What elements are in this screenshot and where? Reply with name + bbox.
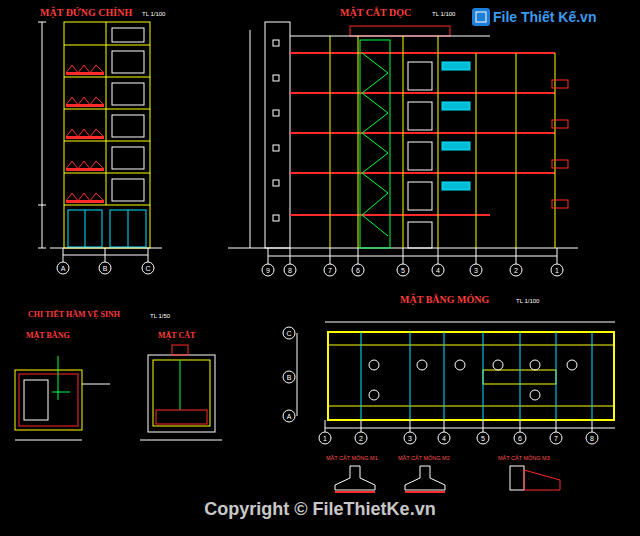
scale-note: TL 1/100 bbox=[432, 11, 455, 17]
axis-label: 9 bbox=[266, 267, 270, 274]
axis-label: B bbox=[103, 265, 108, 272]
axis-label: 7 bbox=[554, 435, 558, 442]
axis-label: C bbox=[145, 265, 150, 272]
view-title: MẶT ĐỨNG CHÍNH bbox=[40, 8, 132, 18]
axis-label: 6 bbox=[356, 267, 360, 274]
watermark: Copyright © FileThietKe.vn bbox=[204, 500, 435, 518]
axis-label: 2 bbox=[514, 267, 518, 274]
scale-note: TL 1/100 bbox=[142, 11, 165, 17]
axis-label: 1 bbox=[323, 435, 327, 442]
axis-label: 1 bbox=[555, 267, 559, 274]
axis-label: 5 bbox=[401, 267, 405, 274]
axis-label: 4 bbox=[436, 267, 440, 274]
scale-note: TL 1/100 bbox=[516, 298, 539, 304]
view-title: MẶT BẰNG bbox=[26, 332, 70, 340]
axis-label: A bbox=[61, 265, 66, 272]
axis-label: 5 bbox=[481, 435, 485, 442]
axis-label: 8 bbox=[590, 435, 594, 442]
axis-label: B bbox=[287, 374, 292, 381]
axis-label: 6 bbox=[518, 435, 522, 442]
view-title: CHI TIẾT HẦM VỆ SINH bbox=[28, 311, 120, 319]
axis-label: C bbox=[286, 330, 291, 337]
section-title: MẶT CẮT MÓNG M1 bbox=[326, 456, 378, 462]
scale-note: TL 1/50 bbox=[150, 313, 170, 319]
axis-label: A bbox=[287, 413, 292, 420]
axis-label: 3 bbox=[474, 267, 478, 274]
axis-label: 8 bbox=[288, 267, 292, 274]
view-title: MẶT CẮT bbox=[158, 332, 195, 340]
view-title: MẶT BẰNG MÓNG bbox=[400, 295, 489, 305]
logo-text: File Thiết Kế.vn bbox=[493, 10, 596, 24]
section-title: MẶT CẮT MÓNG M3 bbox=[498, 456, 550, 462]
axis-label: 4 bbox=[442, 435, 446, 442]
view-title: MẶT CẮT DỌC bbox=[340, 8, 411, 18]
axis-label: 2 bbox=[359, 435, 363, 442]
axis-label: 7 bbox=[328, 267, 332, 274]
axis-label: 3 bbox=[408, 435, 412, 442]
section-title: MẶT CẮT MÓNG M2 bbox=[398, 456, 450, 462]
